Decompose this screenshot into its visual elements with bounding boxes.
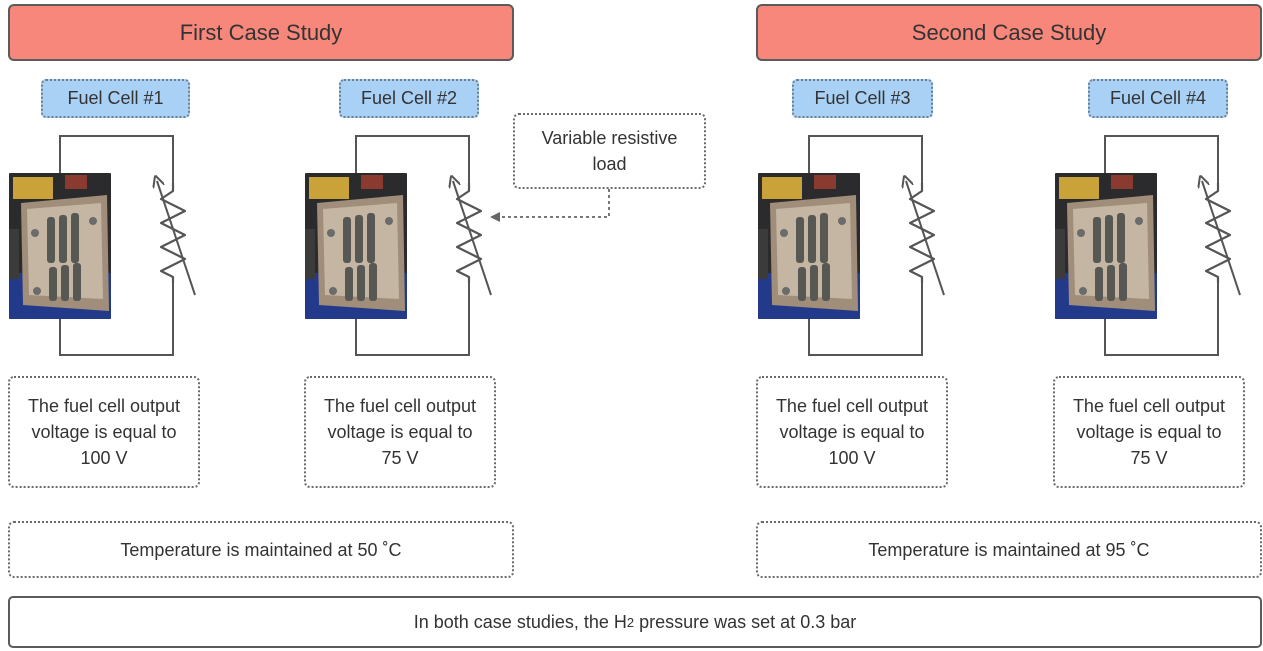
- variable-resistor-3-icon: [906, 181, 945, 296]
- voltage-note-line: voltage is equal to: [1076, 422, 1222, 442]
- load-pointer-arrow-icon: [490, 189, 610, 222]
- fuel-cell-2-label: Fuel Cell #2: [339, 79, 479, 118]
- fuel-cell-3-photo: [758, 173, 860, 319]
- second-case-study-title: Second Case Study: [911, 19, 1107, 45]
- footer-subscript: 2: [626, 614, 635, 630]
- voltage-note-line: The fuel cell output: [323, 396, 477, 416]
- voltage-value: 100 V: [828, 448, 876, 468]
- footer-suffix: pressure was set at 0.3 bar: [634, 611, 857, 632]
- fuel-cell-3-voltage-note: The fuel cell output voltage is equal to…: [756, 376, 948, 488]
- fuel-cell-2-label-text: Fuel Cell #2: [360, 88, 458, 108]
- fuel-cell-1-photo: [9, 173, 111, 319]
- fuel-cell-3-label: Fuel Cell #3: [792, 79, 933, 118]
- variable-resistor-4-icon: [1202, 181, 1241, 296]
- fuel-cell-4-voltage-note: The fuel cell output voltage is equal to…: [1053, 376, 1245, 488]
- voltage-note-line: voltage is equal to: [779, 422, 925, 442]
- fuel-cell-4-label-text: Fuel Cell #4: [1109, 88, 1207, 108]
- first-case-study-header: First Case Study: [8, 4, 514, 61]
- first-case-study-title: First Case Study: [179, 19, 343, 45]
- second-case-study-header: Second Case Study: [756, 4, 1262, 61]
- voltage-value: 75 V: [1130, 448, 1168, 468]
- variable-resistor-2-icon: [453, 181, 492, 296]
- footer-prefix: In both case studies, the H: [413, 611, 627, 632]
- voltage-value: 100 V: [80, 448, 128, 468]
- fuel-cell-1-label: Fuel Cell #1: [41, 79, 190, 118]
- second-case-temperature-text: Temperature is maintained at 95 ˚C: [868, 539, 1150, 560]
- fuel-cell-4-photo: [1055, 173, 1157, 319]
- circuit-2-wire: [355, 135, 470, 356]
- voltage-note-line: The fuel cell output: [1072, 396, 1226, 416]
- voltage-note-line: The fuel cell output: [27, 396, 181, 416]
- fuel-cell-2-photo: [305, 173, 407, 319]
- fuel-cell-4-label: Fuel Cell #4: [1088, 79, 1228, 118]
- second-case-temperature-note: Temperature is maintained at 95 ˚C: [756, 521, 1262, 578]
- variable-load-line-1: Variable resistive: [541, 128, 678, 148]
- first-case-temperature-text: Temperature is maintained at 50 ˚C: [120, 539, 402, 560]
- circuit-4-wire: [1104, 135, 1219, 356]
- first-case-temperature-note: Temperature is maintained at 50 ˚C: [8, 521, 514, 578]
- fuel-cell-3-label-text: Fuel Cell #3: [814, 88, 911, 108]
- variable-load-line-2: load: [592, 154, 627, 174]
- circuit-3-wire: [808, 135, 923, 356]
- fuel-cell-1-label-text: Fuel Cell #1: [67, 88, 164, 108]
- circuit-1-wire: [59, 135, 174, 356]
- variable-resistor-1-icon: [157, 181, 196, 296]
- voltage-value: 75 V: [381, 448, 419, 468]
- voltage-note-line: voltage is equal to: [31, 422, 177, 442]
- variable-load-note: Variable resistive load: [513, 113, 706, 189]
- fuel-cell-1-voltage-note: The fuel cell output voltage is equal to…: [8, 376, 200, 488]
- fuel-cell-2-voltage-note: The fuel cell output voltage is equal to…: [304, 376, 496, 488]
- voltage-note-line: The fuel cell output: [775, 396, 929, 416]
- voltage-note-line: voltage is equal to: [327, 422, 473, 442]
